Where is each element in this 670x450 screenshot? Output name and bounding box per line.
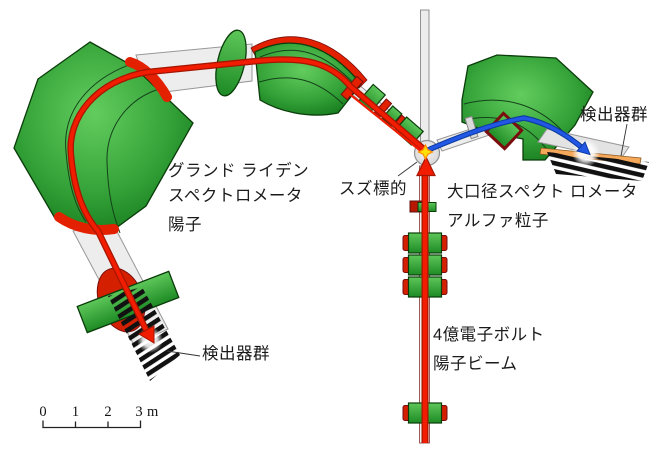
detectors-left-label: 検出器群 — [202, 344, 270, 363]
scale-bar: 0 1 2 3 m — [39, 404, 159, 429]
grand-raiden-particle-label: 陽子 — [168, 215, 202, 234]
proton-injection-beam — [416, 155, 436, 443]
scale-unit: m — [147, 404, 159, 420]
las-particle-label: アルファ粒子 — [447, 211, 549, 230]
scale-tick-0: 0 — [39, 404, 46, 420]
alpha-beam — [426, 115, 591, 156]
alpha-beam-arrowhead — [576, 141, 591, 156]
grand-raiden-pole-arc-2 — [106, 87, 163, 234]
proton-scattered-beam — [67, 56, 429, 344]
injection-beam-arrowhead — [416, 155, 436, 177]
grand-raiden-pole-arc-1 — [65, 61, 138, 223]
beam-energy-label: 4億電子ボルト — [433, 325, 545, 344]
leader-tin-target — [397, 161, 418, 177]
gr-fan-dipole — [250, 36, 368, 116]
grand-raiden-exit-coil — [54, 212, 119, 235]
detectors-right-label: 検出器群 — [580, 105, 648, 124]
grand-raiden-dipole — [13, 41, 194, 235]
beam-name-label: 陽子ビーム — [433, 354, 518, 373]
leader-detectors-right — [620, 123, 628, 157]
gr-fan-pole-arc-2 — [258, 77, 344, 105]
tin-target-label: スズ標的 — [339, 179, 407, 198]
scale-tick-1: 1 — [72, 404, 79, 420]
pipe-vertical-top — [420, 9, 430, 144]
gr-fan-pole-arc-1 — [259, 49, 357, 87]
target-star-icon — [417, 143, 434, 161]
injection-beam-line — [422, 171, 428, 443]
grand-raiden-label-line2: スペクトロメータ — [168, 186, 303, 205]
proton-beam-line — [68, 57, 428, 337]
proton-beam-envelope — [346, 91, 423, 153]
las-pole-arc-1 — [463, 99, 567, 136]
grand-raiden-label-line1: グランド ライデン — [168, 160, 309, 180]
las-label: 大口径スペクト ロメータ — [447, 182, 638, 201]
detector-stack-right — [547, 152, 649, 181]
proton-beam-arrowhead-left — [137, 325, 155, 344]
scale-tick-3: 3 — [135, 404, 142, 420]
alpha-beam-line — [427, 116, 588, 153]
leader-detectors-left — [166, 350, 201, 357]
scale-bar-line — [42, 420, 142, 429]
scale-tick-2: 2 — [104, 404, 111, 420]
